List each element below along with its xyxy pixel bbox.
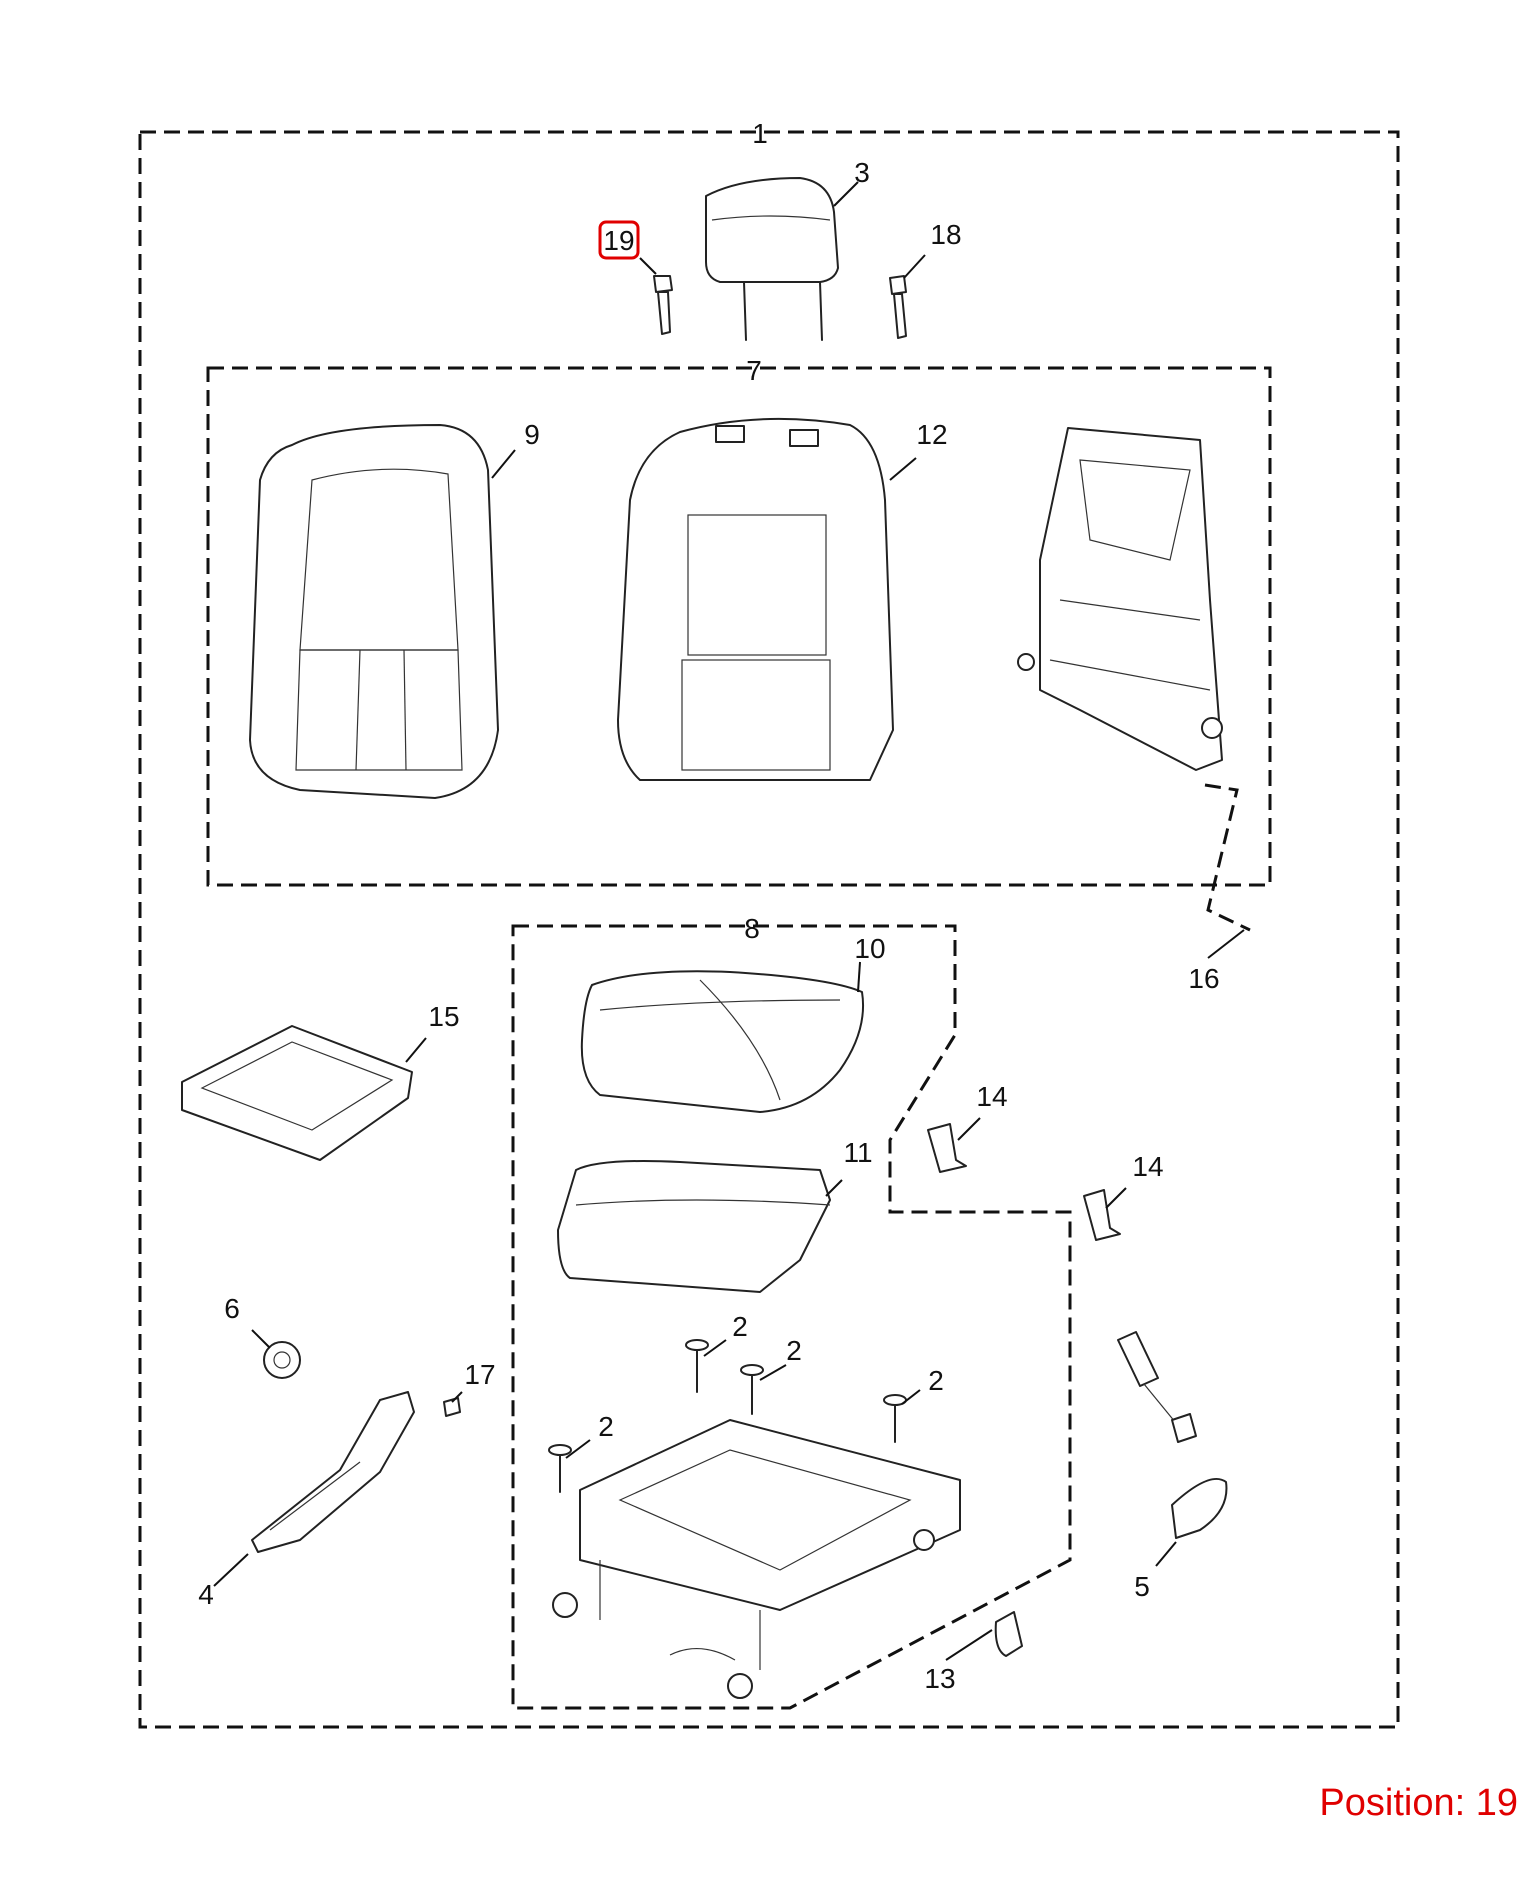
part-10-cushion-cover[interactable] <box>580 970 865 1113</box>
callout-19[interactable]: 19 <box>603 225 634 256</box>
part-9-seatback-cover[interactable] <box>249 424 499 799</box>
callout-13: 13 <box>924 1663 955 1694</box>
part-19-headrest-guide[interactable] <box>653 275 673 335</box>
callout-15: 15 <box>428 1001 459 1032</box>
part-2-bolt-d[interactable] <box>548 1444 572 1493</box>
callout-1: 1 <box>752 118 768 149</box>
callout-17: 17 <box>464 1359 495 1390</box>
assembly-1-boundary <box>138 130 1400 1729</box>
part-11-cushion-pad[interactable] <box>557 1160 831 1293</box>
part-6-knob[interactable] <box>263 1341 301 1379</box>
callout-5: 5 <box>1134 1571 1150 1602</box>
seat-frame[interactable] <box>552 1419 961 1699</box>
part-2-bolt-b[interactable] <box>740 1364 764 1415</box>
leader-16-dashed <box>1204 783 1251 932</box>
part-4-side-shield[interactable] <box>251 1391 415 1553</box>
callout-14-lower: 14 <box>1132 1151 1163 1182</box>
part-5-side-trim[interactable] <box>1171 1477 1228 1539</box>
leader-lines <box>213 181 1245 1661</box>
callout-14-upper: 14 <box>976 1081 1007 1112</box>
part-14-clip-lower[interactable] <box>1083 1189 1121 1241</box>
part-2-bolt-a[interactable] <box>685 1339 709 1393</box>
callout-18: 18 <box>930 219 961 250</box>
part-14-clip-upper[interactable] <box>927 1123 967 1173</box>
callout-6: 6 <box>224 1293 240 1324</box>
seat-belt-buckle[interactable] <box>1117 1331 1197 1443</box>
callout-8: 8 <box>744 913 760 944</box>
part-2-bolt-c[interactable] <box>883 1394 907 1443</box>
part-12-seatback-pad[interactable] <box>617 417 894 781</box>
callout-19-highlight <box>598 220 640 260</box>
seatback-frame[interactable] <box>1017 427 1223 771</box>
callout-2-b: 2 <box>786 1335 802 1366</box>
part-13-clip[interactable] <box>994 1611 1023 1657</box>
callout-12: 12 <box>916 419 947 450</box>
callout-2-c: 2 <box>928 1365 944 1396</box>
part-18-headrest-guide[interactable] <box>889 275 907 339</box>
callout-10: 10 <box>854 933 885 964</box>
position-label: Position: 19 <box>1319 1782 1518 1824</box>
callout-2-a: 2 <box>732 1311 748 1342</box>
part-3-headrest[interactable] <box>705 177 839 341</box>
callout-9: 9 <box>524 419 540 450</box>
callout-4: 4 <box>198 1579 214 1610</box>
callout-16: 16 <box>1188 963 1219 994</box>
cushion-group-8-boundary <box>511 924 1072 1710</box>
seatback-group-7-boundary <box>206 366 1272 887</box>
callout-2-d: 2 <box>598 1411 614 1442</box>
callout-3: 3 <box>854 157 870 188</box>
callout-7: 7 <box>746 355 762 386</box>
part-15-storage-tray[interactable] <box>181 1025 413 1161</box>
callout-11: 11 <box>843 1137 872 1168</box>
